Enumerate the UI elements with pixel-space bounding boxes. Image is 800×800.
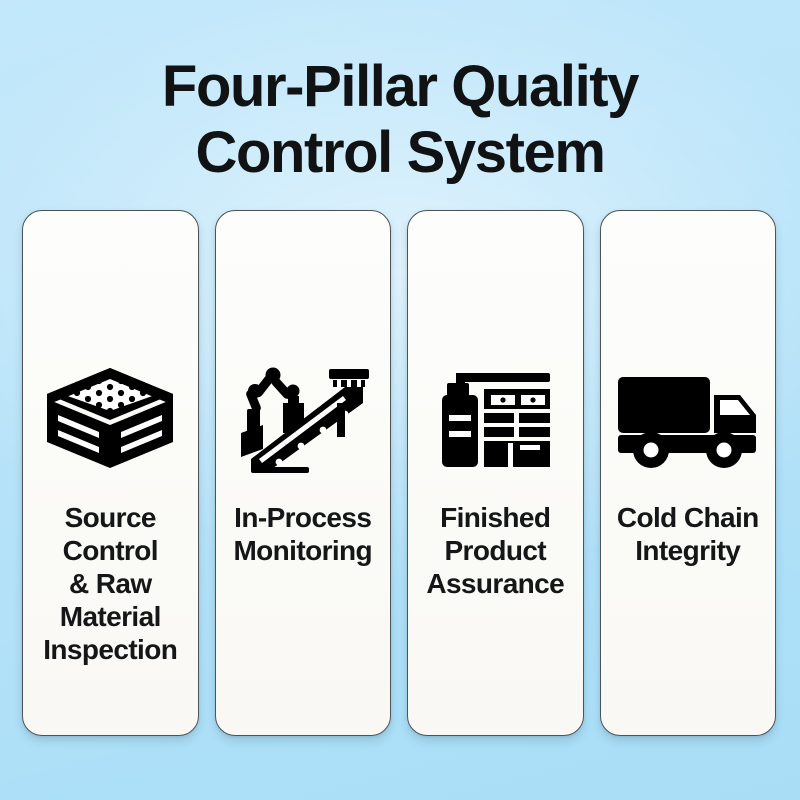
page-title-line-1: Four-Pillar Quality — [161, 54, 640, 119]
conveyor-belt-robot-arm-icon — [228, 363, 378, 475]
pillar-card-list: Source Control & Raw Material Inspection — [22, 210, 776, 736]
pillar-card-cold-chain-integrity[interactable]: Cold Chain Integrity — [599, 210, 776, 736]
pillar-card-label: Cold Chain Integrity — [616, 502, 759, 566]
page-title: Four-Pillar Quality Control System — [0, 54, 800, 186]
pillar-card-finished-product-assurance[interactable]: Finished Product Assurance — [407, 210, 584, 736]
page-title-line-2: Control System — [195, 120, 605, 185]
delivery-truck-icon — [613, 363, 763, 475]
pillar-card-in-process-monitoring[interactable]: In-Process Monitoring — [214, 210, 391, 736]
factory-machine-icon — [420, 363, 570, 475]
pillar-card-label: Finished Product Assurance — [426, 502, 565, 599]
pillar-card-content: Finished Product Assurance — [408, 363, 583, 600]
pillar-card-label: In-Process Monitoring — [233, 502, 373, 566]
pillar-card-source-control[interactable]: Source Control & Raw Material Inspection — [22, 210, 199, 736]
crate-of-raw-material-icon — [35, 363, 185, 475]
pillar-card-content: Source Control & Raw Material Inspection — [23, 363, 198, 666]
pillar-card-label: Source Control & Raw Material Inspection — [43, 502, 178, 665]
pillar-card-content: Cold Chain Integrity — [601, 363, 776, 567]
pillar-card-content: In-Process Monitoring — [216, 363, 391, 567]
